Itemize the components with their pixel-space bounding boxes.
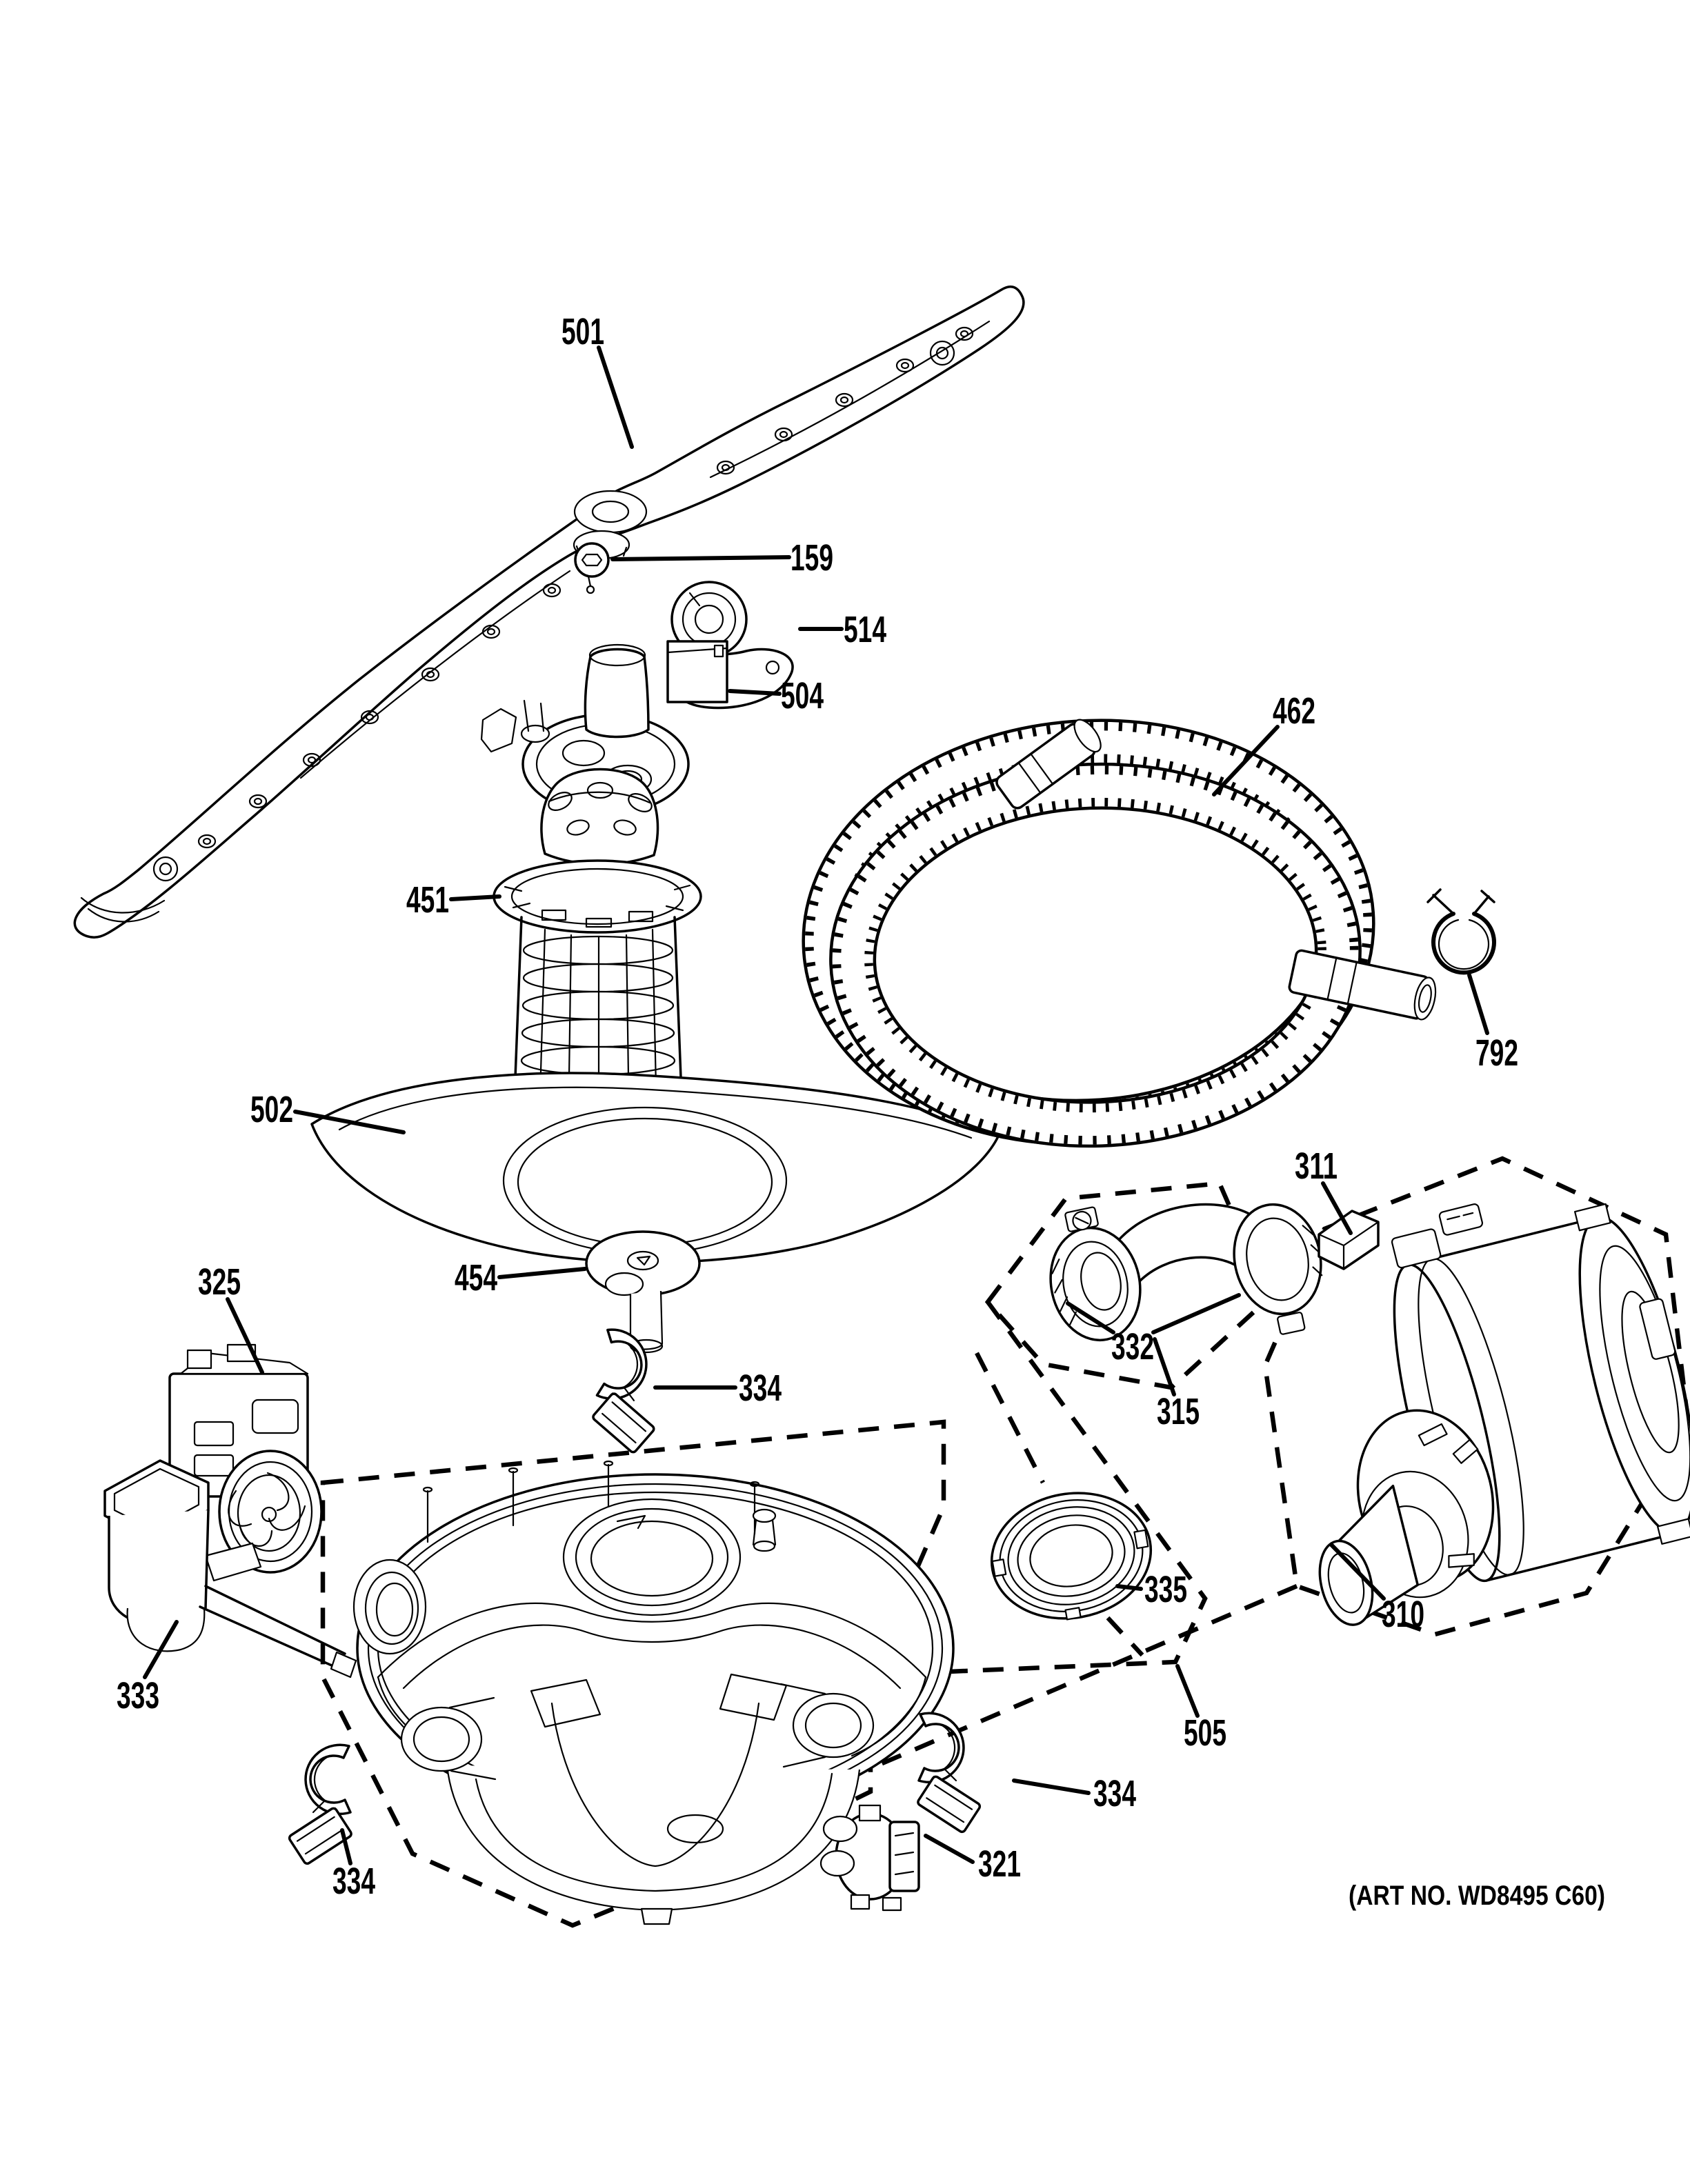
leader-334-20 <box>340 1828 352 1865</box>
leader-451-5 <box>449 894 501 901</box>
leader-159-1 <box>610 555 791 561</box>
leader-504-3 <box>728 689 782 696</box>
part-hose-clamp-792 <box>1426 888 1496 975</box>
part-seal-335 <box>990 1492 1153 1621</box>
leader-311-8 <box>1321 1181 1353 1235</box>
callout-505-17: 505 <box>1184 1712 1226 1754</box>
part-disc-454 <box>585 1230 701 1354</box>
hose-end-cuff <box>1288 949 1437 1021</box>
callout-334-12: 334 <box>739 1367 782 1409</box>
callout-159-1: 159 <box>791 537 833 579</box>
leader-335-14 <box>1115 1584 1143 1591</box>
callout-462-4: 462 <box>1273 690 1315 732</box>
callout-334-18: 334 <box>1093 1773 1136 1814</box>
leader-501-0 <box>597 345 634 449</box>
callout-335-14: 335 <box>1144 1569 1187 1610</box>
leader-333-16 <box>143 1620 179 1679</box>
hose-upper-cuff <box>995 719 1102 810</box>
callout-514-2: 514 <box>844 609 886 650</box>
part-check-valve-333 <box>103 1459 357 1679</box>
callout-501-0: 501 <box>561 311 604 352</box>
leader-332-11 <box>1151 1293 1241 1334</box>
leader-310-15 <box>1329 1543 1386 1601</box>
filter-flange-marks <box>504 884 691 928</box>
leader-321-19 <box>924 1834 975 1864</box>
callout-311-8: 311 <box>1295 1145 1338 1187</box>
sump-pins <box>422 1460 777 1552</box>
leader-792-6 <box>1467 973 1489 1035</box>
callout-451-5: 451 <box>406 879 449 921</box>
part-motor-pump-310 <box>1318 1203 1690 1626</box>
callout-332-11: 332 <box>1111 1326 1154 1367</box>
leader-315-13 <box>1153 1337 1176 1396</box>
callout-310-15: 310 <box>1382 1594 1424 1635</box>
part-wedge-311 <box>1318 1210 1380 1270</box>
callout-315-13: 315 <box>1157 1391 1200 1432</box>
part-grommet-159 <box>574 542 610 594</box>
leader-332-11 <box>1066 1301 1115 1334</box>
leader-462-4 <box>1212 725 1280 797</box>
leader-502-7 <box>293 1110 406 1134</box>
callout-792-6: 792 <box>1475 1032 1518 1074</box>
leader-325-9 <box>226 1297 264 1374</box>
callout-454-10: 454 <box>455 1257 497 1299</box>
spray-arm-holes <box>152 326 974 882</box>
part-elbow-332 <box>1049 1203 1323 1342</box>
art-number: (ART NO. WD8495 C60) <box>1349 1881 1605 1911</box>
part-sump-tub <box>352 1460 955 1925</box>
boundary-motor-sump-connector <box>876 1584 1298 1767</box>
part-clamp-334-bottom-left <box>287 1743 354 1866</box>
callout-504-3: 504 <box>781 675 824 717</box>
part-lower-cone-502 <box>310 1072 1000 1273</box>
boundary-motor-region <box>1262 1156 1690 1637</box>
callout-333-16: 333 <box>117 1675 159 1716</box>
callout-502-7: 502 <box>250 1089 293 1130</box>
part-spray-arm-501 <box>73 285 1025 939</box>
leader-505-17 <box>1175 1664 1200 1718</box>
part-drain-hose-462 <box>802 719 1437 1148</box>
part-clamp-334-right <box>915 1712 982 1834</box>
part-drain-pump-325 <box>168 1343 323 1582</box>
part-sensor-321 <box>819 1804 920 1912</box>
callout-321-19: 321 <box>978 1843 1021 1885</box>
boundary-corridor-left-b <box>1106 1616 1144 1657</box>
callout-334-20: 334 <box>332 1861 375 1902</box>
leader-334-18 <box>1012 1779 1091 1795</box>
callout-layer: 501 159 514 504 462 451 792 502 311 325 454 332 334 3… <box>117 311 1518 1902</box>
leader-454-10 <box>497 1267 587 1279</box>
boundary-corridor-left-a <box>975 1352 1045 1484</box>
callout-325-9: 325 <box>198 1261 241 1303</box>
